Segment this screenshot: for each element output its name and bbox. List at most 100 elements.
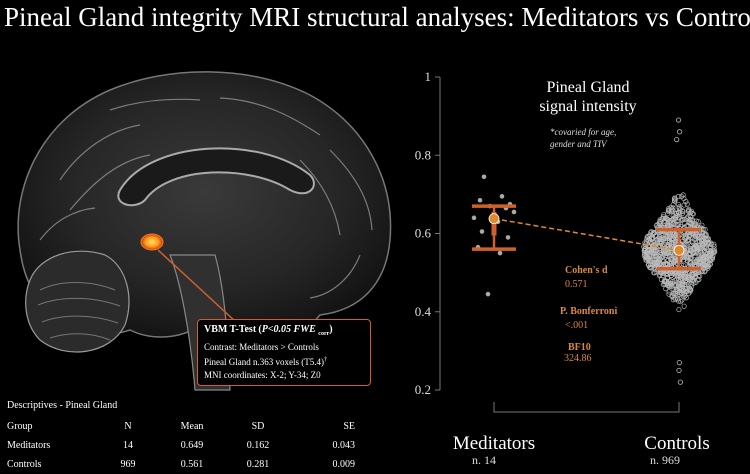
data-point-controls (669, 206, 675, 212)
data-point-controls (671, 196, 678, 202)
annotation-bf-label: BF10 (568, 342, 591, 353)
data-point-controls (651, 253, 657, 259)
y-tick-label: 0.6 (415, 226, 432, 241)
data-point-controls (660, 215, 666, 221)
data-point-controls (686, 274, 692, 280)
data-point-controls (667, 249, 674, 256)
data-point-controls (707, 261, 713, 267)
data-point-controls (645, 251, 651, 258)
data-point-controls (664, 271, 671, 277)
data-point-controls (660, 248, 666, 254)
data-point-controls (656, 220, 662, 226)
data-point-controls (680, 192, 686, 198)
data-point-controls (678, 217, 684, 223)
data-point-controls (649, 235, 655, 242)
chart-note-line1: *covaried for age, (550, 127, 616, 137)
mean-connecting-line (493, 217, 680, 252)
data-point-controls (705, 265, 711, 272)
data-point-controls (675, 193, 682, 200)
data-point-controls (672, 277, 678, 283)
data-point-controls (705, 236, 711, 242)
data-point-controls (681, 242, 687, 248)
data-point-controls (673, 222, 679, 228)
data-point-controls (674, 137, 680, 143)
data-point-meditators (477, 197, 483, 203)
stats-heading-detail: P<0.05 FWE (261, 324, 316, 335)
data-point-controls (665, 258, 671, 264)
data-point-controls (686, 220, 692, 226)
data-point-controls (653, 263, 659, 269)
data-point-controls (663, 252, 669, 259)
header-se: SE (343, 421, 355, 432)
data-point-controls (672, 198, 678, 204)
data-point-controls (666, 289, 672, 295)
descriptives-title: Descriptives - Pineal Gland (7, 400, 118, 411)
data-point-controls (670, 208, 676, 214)
annotation-bf-value: 324.86 (564, 353, 592, 364)
data-point-controls (684, 238, 691, 244)
data-point-controls (648, 257, 654, 263)
data-point-controls (662, 279, 668, 285)
data-point-controls (658, 255, 664, 261)
data-point-controls (658, 248, 664, 254)
header-n: N (124, 421, 132, 432)
data-point-meditators (471, 215, 477, 221)
data-point-controls (645, 233, 651, 240)
data-point-controls (690, 211, 696, 217)
data-point-controls (674, 286, 680, 292)
data-point-controls (686, 208, 692, 214)
data-point-meditators (497, 250, 503, 256)
brain-mri-image (17, 71, 392, 391)
data-point-controls (702, 226, 708, 233)
data-point-controls (667, 283, 673, 289)
corpus-callosum (117, 147, 315, 207)
data-point-controls (657, 260, 663, 266)
data-point-controls (711, 246, 717, 252)
data-point-controls (664, 244, 670, 250)
data-point-controls (653, 223, 660, 229)
data-point-controls (696, 276, 702, 283)
data-point-controls (697, 258, 704, 264)
data-point-controls (708, 256, 714, 262)
data-point-controls (651, 256, 657, 263)
data-point-controls (697, 260, 704, 266)
y-tick-label: 0.4 (415, 304, 432, 319)
cerebellum (25, 250, 130, 353)
annotation-bonferroni-label: P. Bonferroni (560, 306, 617, 317)
data-point-controls (673, 210, 680, 216)
group-label-controls: Controls (644, 433, 709, 454)
data-point-controls (680, 288, 687, 294)
data-point-controls (679, 281, 685, 287)
data-point-controls (658, 236, 664, 242)
data-point-controls (677, 129, 683, 135)
data-point-controls (711, 243, 717, 249)
chart-title-line1: Pineal Gland (546, 79, 629, 96)
data-point-controls (652, 260, 658, 266)
y-tick-label: 0.2 (415, 382, 431, 397)
data-point-controls (676, 360, 682, 366)
data-point-controls (677, 285, 683, 291)
data-point-controls (672, 283, 678, 289)
data-point-controls (679, 291, 685, 297)
data-point-meditators (499, 194, 505, 199)
data-point-controls (702, 258, 708, 264)
data-point-controls (666, 236, 673, 242)
data-point-controls (666, 291, 672, 297)
table-row: Controls 969 0.561 0.281 0.009 (7, 455, 359, 474)
descriptives-table: Descriptives - Pineal Gland Group N Mean… (7, 400, 367, 474)
pineal-gland-activation (140, 233, 164, 251)
data-point-controls (682, 252, 688, 258)
group-n-meditators: n. 14 (472, 453, 496, 466)
cell-n: 969 (120, 459, 136, 470)
page-title: Pineal Gland integrity MRI structural an… (4, 2, 750, 32)
data-point-controls (692, 222, 698, 228)
data-point-controls (683, 295, 689, 301)
data-point-controls (648, 248, 654, 254)
data-point-controls (655, 235, 661, 242)
data-point-controls (692, 259, 698, 265)
data-point-controls (669, 283, 675, 289)
data-point-meditators (481, 174, 487, 180)
data-point-controls (670, 205, 676, 211)
data-point-controls (684, 201, 690, 207)
data-point-controls (683, 198, 689, 205)
